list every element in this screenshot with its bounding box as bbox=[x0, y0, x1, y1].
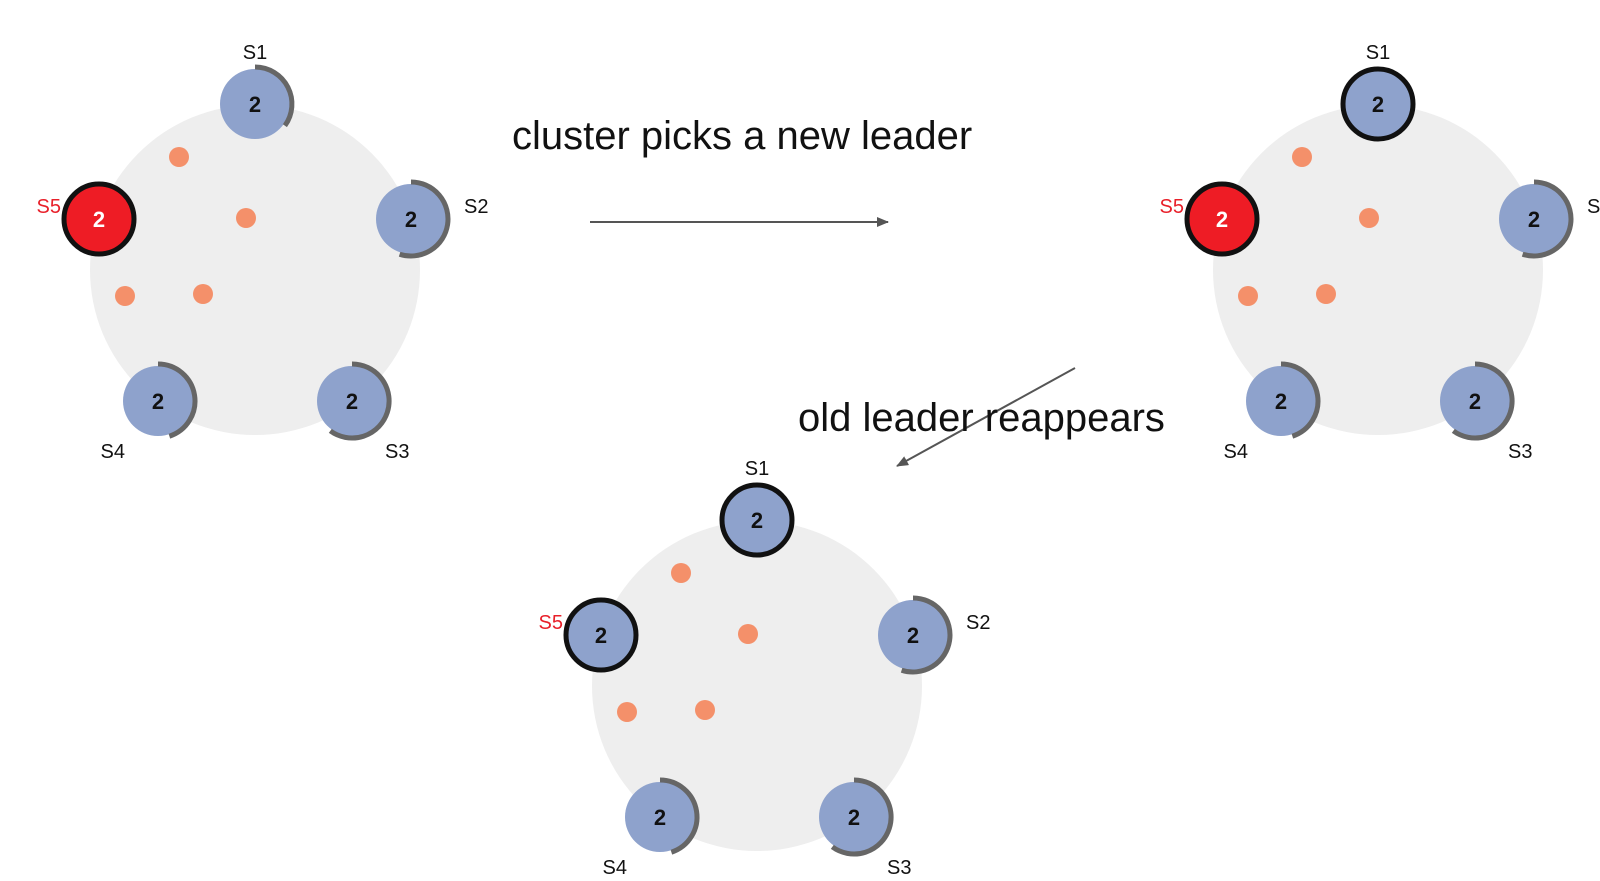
server-node bbox=[719, 482, 795, 558]
server-s5: 2 S5 bbox=[37, 181, 137, 257]
message-dot bbox=[695, 700, 715, 720]
server-node bbox=[625, 782, 695, 852]
message-dot bbox=[193, 284, 213, 304]
server-term: 2 bbox=[595, 623, 607, 648]
server-s2: 2 S2 bbox=[878, 595, 990, 675]
server-label: S1 bbox=[243, 42, 267, 64]
server-node bbox=[220, 69, 290, 139]
server-label: S2 bbox=[1587, 196, 1600, 218]
server-label: S2 bbox=[464, 196, 488, 218]
message-dot bbox=[236, 208, 256, 228]
server-label: S5 bbox=[1160, 196, 1184, 218]
server-label: S5 bbox=[539, 612, 563, 634]
server-term: 2 bbox=[1528, 207, 1540, 232]
server-node bbox=[376, 184, 446, 254]
server-term: 2 bbox=[346, 389, 358, 414]
server-label: S1 bbox=[1366, 42, 1390, 64]
server-node bbox=[123, 366, 193, 436]
caption-old-leader-reappears: old leader reappears bbox=[798, 396, 1165, 440]
election-timer-arc bbox=[328, 361, 392, 441]
server-label: S1 bbox=[745, 458, 769, 480]
server-node bbox=[61, 181, 137, 257]
server-term: 2 bbox=[654, 805, 666, 830]
server-label: S4 bbox=[1224, 441, 1248, 463]
caption-new-leader: cluster picks a new leader bbox=[512, 114, 972, 158]
server-node bbox=[1340, 66, 1416, 142]
server-node bbox=[878, 600, 948, 670]
server-s3: 2S3 bbox=[819, 777, 911, 879]
message-dot bbox=[1292, 147, 1312, 167]
server-term: 2 bbox=[152, 389, 164, 414]
message-dot bbox=[1238, 286, 1258, 306]
server-term: 2 bbox=[1372, 92, 1384, 117]
server-label: S3 bbox=[385, 441, 409, 463]
server-s4: 2S4 bbox=[1224, 361, 1321, 463]
server-node bbox=[1499, 184, 1569, 254]
server-s4: 2S4 bbox=[101, 361, 198, 463]
server-node bbox=[563, 597, 639, 673]
server-label: S4 bbox=[603, 857, 627, 879]
message-dot bbox=[738, 624, 758, 644]
server-term: 2 bbox=[848, 805, 860, 830]
election-timer-arc bbox=[1280, 361, 1321, 439]
message-dot bbox=[115, 286, 135, 306]
election-timer-arc bbox=[157, 361, 198, 439]
server-s1: 2 S1 bbox=[220, 42, 295, 139]
cluster-background bbox=[592, 521, 922, 851]
server-s3: 2S3 bbox=[1440, 361, 1532, 463]
election-timer-arc bbox=[398, 179, 451, 259]
cluster-background bbox=[90, 105, 420, 435]
server-label: S2 bbox=[966, 612, 990, 634]
server-s3: 2S3 bbox=[317, 361, 409, 463]
server-term: 2 bbox=[751, 508, 763, 533]
server-term: 2 bbox=[405, 207, 417, 232]
transition-arrow-down-left bbox=[896, 367, 1076, 467]
cluster-background bbox=[1213, 105, 1543, 435]
server-label: S3 bbox=[1508, 441, 1532, 463]
message-dot bbox=[617, 702, 637, 722]
server-s2: 2 S2 bbox=[1499, 179, 1600, 259]
server-label: S5 bbox=[37, 196, 61, 218]
server-term: 2 bbox=[1216, 207, 1228, 232]
server-node bbox=[1246, 366, 1316, 436]
server-term: 2 bbox=[1275, 389, 1287, 414]
server-node bbox=[317, 366, 387, 436]
election-timer-arc bbox=[659, 777, 700, 855]
message-dot bbox=[169, 147, 189, 167]
server-term: 2 bbox=[249, 92, 261, 117]
server-label: S3 bbox=[887, 857, 911, 879]
server-term: 2 bbox=[907, 623, 919, 648]
server-s1: 2 S1 bbox=[719, 458, 795, 558]
server-s5: 2 S5 bbox=[539, 597, 639, 673]
election-timer-arc bbox=[254, 64, 295, 128]
server-node bbox=[1440, 366, 1510, 436]
server-term: 2 bbox=[93, 207, 105, 232]
server-s1: 2 S1 bbox=[1340, 42, 1416, 142]
server-node bbox=[819, 782, 889, 852]
server-s5: 2 S5 bbox=[1160, 181, 1260, 257]
server-s4: 2S4 bbox=[603, 777, 700, 879]
server-s2: 2 S2 bbox=[376, 179, 488, 259]
server-node bbox=[1184, 181, 1260, 257]
message-dot bbox=[1359, 208, 1379, 228]
election-timer-arc bbox=[1521, 179, 1574, 259]
server-term: 2 bbox=[1469, 389, 1481, 414]
server-label: S4 bbox=[101, 441, 125, 463]
message-dot bbox=[1316, 284, 1336, 304]
election-timer-arc bbox=[900, 595, 953, 675]
election-timer-arc bbox=[1451, 361, 1515, 441]
election-timer-arc bbox=[830, 777, 894, 857]
message-dot bbox=[671, 563, 691, 583]
